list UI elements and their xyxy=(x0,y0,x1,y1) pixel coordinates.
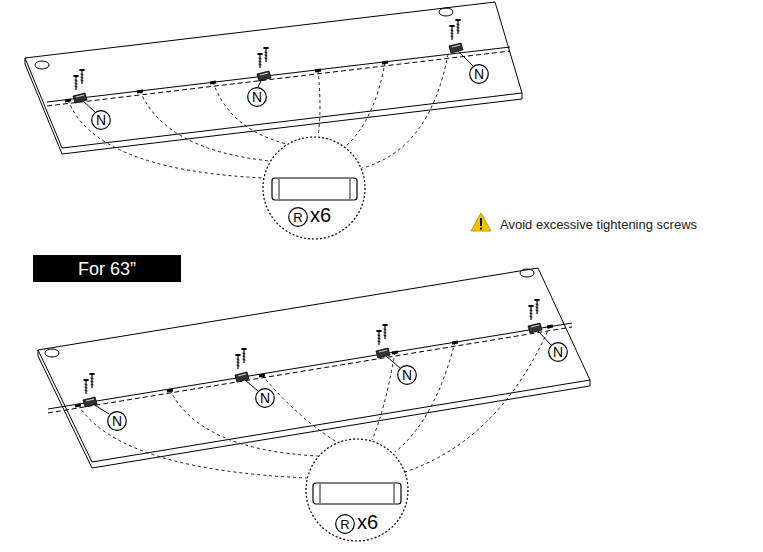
callout-letter: N xyxy=(402,368,412,382)
screw xyxy=(257,54,262,68)
callout-letter: N xyxy=(553,345,563,359)
bracket xyxy=(528,323,542,333)
screw xyxy=(382,325,387,339)
magnifier-outline xyxy=(306,439,408,541)
screw xyxy=(528,306,533,320)
callout-circle: N xyxy=(107,411,127,431)
callout-letter: N xyxy=(252,90,262,104)
callout-circle: N xyxy=(247,87,267,107)
screw xyxy=(263,48,268,62)
screw xyxy=(89,374,94,388)
band-text: For 63” xyxy=(78,260,136,278)
screw xyxy=(241,349,246,363)
magnifier-leader xyxy=(68,100,264,178)
magnifier-circle: x6 R xyxy=(262,136,366,240)
callout-leader xyxy=(83,51,473,112)
callout-circle: N xyxy=(548,342,568,362)
circle-outline xyxy=(248,88,267,107)
circle-outline xyxy=(470,65,489,84)
screw xyxy=(235,355,240,369)
screw xyxy=(73,76,78,90)
magnifier-circle: x6 R xyxy=(305,438,409,542)
bracket xyxy=(73,93,87,103)
warning-icon xyxy=(471,213,491,231)
circle-outline xyxy=(289,208,308,227)
dowel-chamfer xyxy=(320,484,394,503)
grommet-hole xyxy=(439,8,453,16)
screw xyxy=(376,331,381,345)
warning-mark xyxy=(480,228,482,230)
grommet-hole xyxy=(35,61,49,69)
screw xyxy=(534,300,539,314)
magnifier-leaders xyxy=(68,54,448,178)
magnifier-leader xyxy=(78,405,308,478)
screw xyxy=(83,380,88,394)
callout-letter: R xyxy=(293,211,302,224)
callout-letter: N xyxy=(96,113,106,127)
desktop-surface xyxy=(25,2,522,148)
circle-outline xyxy=(256,389,275,408)
dowel-part xyxy=(272,178,357,200)
size-band: For 63” xyxy=(33,255,181,282)
bracket xyxy=(235,372,249,382)
part-letter-circle: R xyxy=(288,207,308,227)
quantity-text: x6 xyxy=(357,512,378,532)
dowel-hole-marks xyxy=(75,326,553,406)
grommet-hole xyxy=(520,269,534,277)
callout-letter: N xyxy=(474,67,484,81)
magnifier-leader xyxy=(170,390,318,456)
circle-outline xyxy=(336,515,355,534)
callout-leader xyxy=(93,331,551,414)
bracket xyxy=(449,43,463,53)
magnifier-leader xyxy=(345,62,385,147)
circle-outline xyxy=(108,412,127,431)
magnifier-leader xyxy=(395,342,455,452)
callout-letter: N xyxy=(260,391,270,405)
screw xyxy=(79,70,84,84)
desktop-edge xyxy=(25,58,522,154)
dowel-chamfer xyxy=(279,179,350,199)
callout-letter: R xyxy=(340,518,349,531)
callout-letter: N xyxy=(112,414,122,428)
grommet-hole xyxy=(45,349,59,357)
magnifier-leader xyxy=(213,82,287,144)
magnifier-outline xyxy=(263,137,365,239)
callout-circle: N xyxy=(255,388,275,408)
part-letter-circle: R xyxy=(335,514,355,534)
rail-line xyxy=(47,47,510,102)
magnifier-leader xyxy=(362,54,448,168)
bracket xyxy=(376,348,390,358)
desktop-surface xyxy=(38,268,590,462)
magnifier-leader xyxy=(262,375,335,441)
magnifier-leader xyxy=(405,326,550,472)
rail-line xyxy=(48,323,572,409)
dowel-part xyxy=(313,483,401,504)
magnifier-leader xyxy=(372,352,395,440)
bracket xyxy=(257,71,271,81)
magnifier-leader xyxy=(318,70,320,136)
warning-note: Avoid excessive tightening screws xyxy=(500,217,697,233)
callout-circle: N xyxy=(469,64,489,84)
rail-dashed-line xyxy=(47,51,510,106)
warning-mark xyxy=(480,218,482,226)
circle-outline xyxy=(549,343,568,362)
rail-dashed-line xyxy=(48,327,572,413)
screw xyxy=(449,26,454,40)
circle-outline xyxy=(92,111,111,130)
callout-circle: N xyxy=(91,110,111,130)
screw xyxy=(455,20,460,34)
dowel-hole-marks xyxy=(65,62,388,101)
desktop-edge xyxy=(38,350,590,468)
magnifier-leaders xyxy=(78,326,550,478)
circle-outline xyxy=(398,366,417,385)
quantity-text: x6 xyxy=(310,205,331,225)
callout-circle: N xyxy=(397,365,417,385)
